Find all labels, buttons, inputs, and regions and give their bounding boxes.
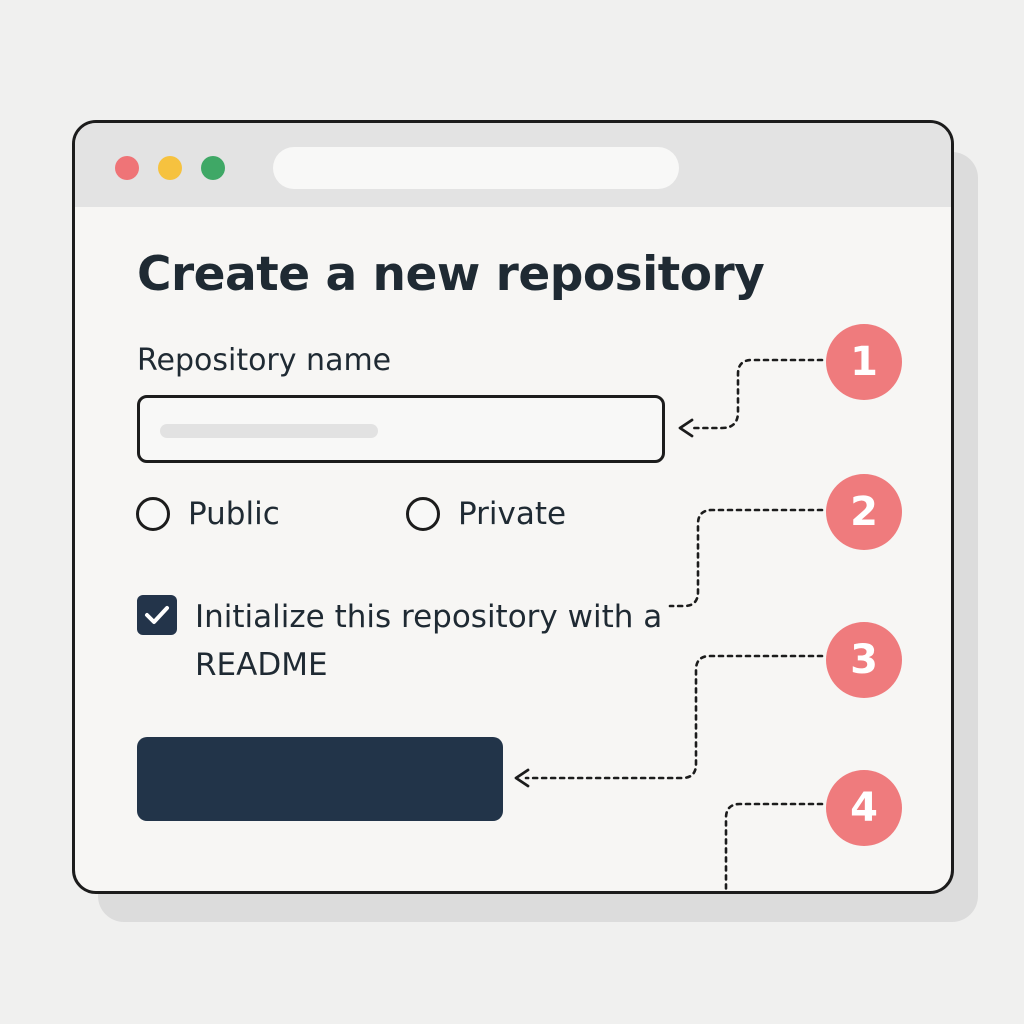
public-radio-button[interactable] <box>136 497 170 531</box>
repository-name-input[interactable] <box>137 395 665 463</box>
create-repository-button[interactable] <box>137 737 503 821</box>
readme-checkbox-label: Initialize this repository with a README <box>195 599 663 683</box>
callout-badge-3: 3 <box>826 622 902 698</box>
public-radio-label: Public <box>188 496 280 532</box>
minimize-window-dot[interactable] <box>158 156 182 180</box>
page-title: Create a new repository <box>137 247 765 302</box>
readme-checkbox[interactable] <box>137 595 177 635</box>
visibility-private-option[interactable]: Private <box>406 496 566 532</box>
browser-window: Create a new repository Repository name … <box>72 120 954 894</box>
callout-badge-1: 1 <box>826 324 902 400</box>
private-radio-label: Private <box>458 496 567 532</box>
visibility-public-option[interactable]: Public <box>136 496 280 532</box>
checkmark-icon <box>145 606 169 624</box>
input-placeholder-bar <box>160 424 378 438</box>
window-titlebar <box>75 123 951 207</box>
close-window-dot[interactable] <box>115 156 139 180</box>
repository-name-label: Repository name <box>137 343 392 378</box>
maximize-window-dot[interactable] <box>201 156 225 180</box>
callout-badge-4: 4 <box>826 770 902 846</box>
private-radio-button[interactable] <box>406 497 440 531</box>
callout-badge-2: 2 <box>826 474 902 550</box>
address-bar[interactable] <box>273 147 679 189</box>
